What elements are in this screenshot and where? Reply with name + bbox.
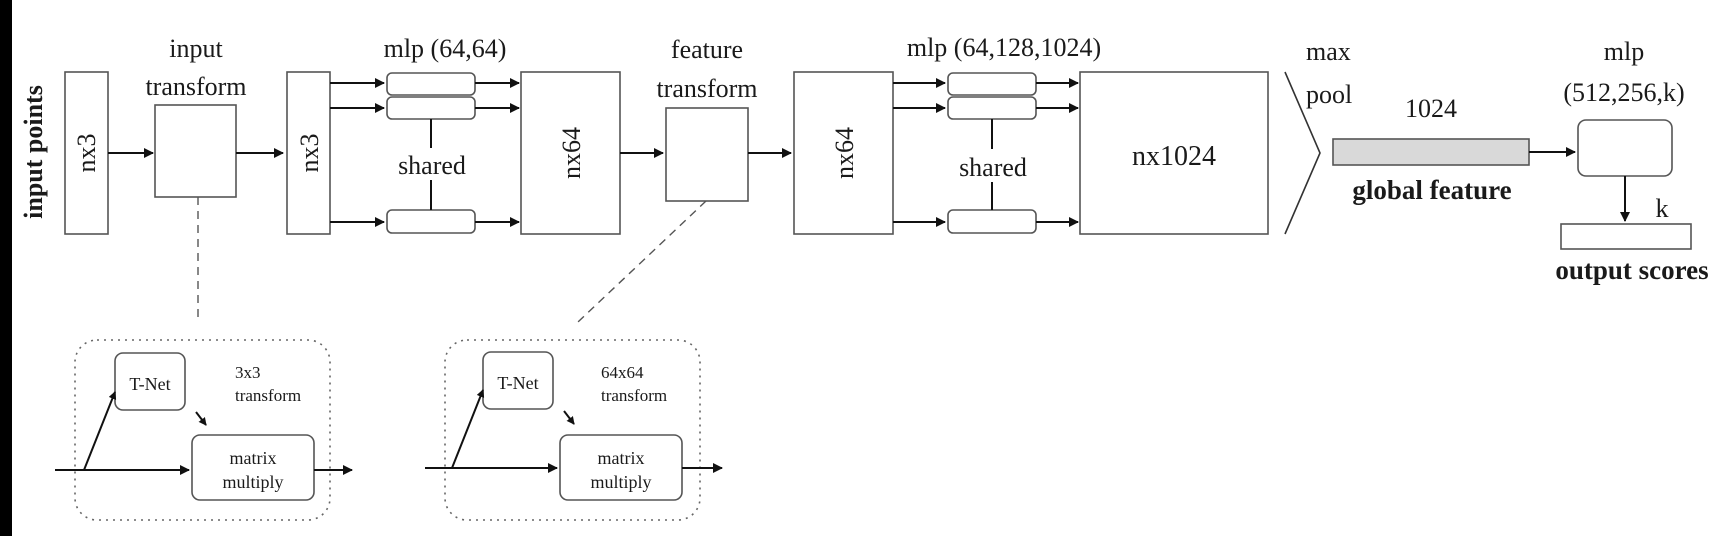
input-matmul-label-1: matrix: [230, 448, 277, 468]
feature-matmul-label-1: matrix: [598, 448, 645, 468]
input-inset-branch-arrow: [83, 391, 117, 471]
input-tnet-box: [114, 352, 186, 411]
feature-transform-label-2: transform: [656, 74, 757, 103]
mlp1-unit-3: [386, 209, 476, 234]
output-scores-label: output scores: [1555, 255, 1708, 285]
nx3-transformed-label: nx3: [295, 134, 324, 173]
feature-inset-branch-arrow: [451, 389, 485, 469]
feature-transform-dashed-link: [577, 200, 707, 323]
left-edge-bar: [0, 0, 12, 536]
nx3-transformed-block: [286, 71, 331, 235]
mlp2-unit-3: [947, 209, 1037, 234]
feature-inset-tnet-to-matmul-arrow: [563, 410, 575, 425]
global-feature-bar: [1332, 138, 1530, 166]
nx3-input-label: nx3: [72, 134, 101, 173]
maxpool-chevron: [1284, 71, 1321, 235]
feature-matmul-label-2: multiply: [590, 472, 651, 492]
final-mlp-box: [1577, 119, 1673, 177]
input-matmul-box: [191, 434, 315, 501]
input-matmul-label-2: multiply: [222, 472, 283, 492]
mlp2-shared-label: shared: [959, 153, 1027, 182]
feature-tnet-transform-label-1: 64x64: [601, 363, 644, 382]
nx64-block-2: [793, 71, 894, 235]
nx1024-block: [1079, 71, 1269, 235]
final-mlp-label-2: (512,256,k): [1563, 78, 1684, 107]
mlp2-unit-1: [947, 72, 1037, 96]
feature-tnet-box: [482, 351, 554, 410]
output-scores-bar: [1560, 223, 1692, 250]
maxpool-label-1: max: [1306, 37, 1351, 66]
nx3-input-block: [64, 71, 109, 235]
feature-tnet-label: T-Net: [497, 373, 538, 393]
feature-tnet-inset: [444, 339, 701, 521]
maxpool-label-2: pool: [1306, 80, 1352, 109]
nx64-block-1-label: nx64: [557, 127, 586, 179]
mlp1-shared-label: shared: [398, 151, 466, 180]
input-tnet-transform-label-2: transform: [235, 386, 301, 405]
input-transform-box: [154, 104, 237, 198]
input-tnet-transform-label-1: 3x3: [235, 363, 261, 382]
feature-transform-label-1: feature: [671, 35, 743, 64]
k-label: k: [1656, 194, 1669, 223]
nx1024-label: nx1024: [1132, 141, 1216, 172]
nx64-block-1: [520, 71, 621, 235]
input-tnet-label: T-Net: [129, 374, 170, 394]
mlp1-unit-1: [386, 72, 476, 96]
input-points-label: input points: [19, 85, 48, 219]
input-tnet-inset: [74, 339, 331, 521]
input-transform-label-2: transform: [145, 72, 246, 101]
global-feature-dim-label: 1024: [1405, 94, 1457, 123]
final-mlp-label-1: mlp: [1604, 37, 1644, 66]
feature-transform-box: [665, 107, 749, 202]
mlp-64-128-1024-label: mlp (64,128,1024): [907, 33, 1101, 62]
global-feature-label: global feature: [1352, 175, 1511, 205]
input-inset-tnet-to-matmul-arrow: [195, 411, 207, 426]
feature-tnet-transform-label-2: transform: [601, 386, 667, 405]
mlp-64-64-label: mlp (64,64): [384, 34, 507, 63]
mlp2-unit-2: [947, 96, 1037, 120]
nx64-block-2-label: nx64: [830, 127, 859, 179]
mlp1-unit-2: [386, 96, 476, 120]
input-transform-label-1: input: [169, 34, 223, 63]
